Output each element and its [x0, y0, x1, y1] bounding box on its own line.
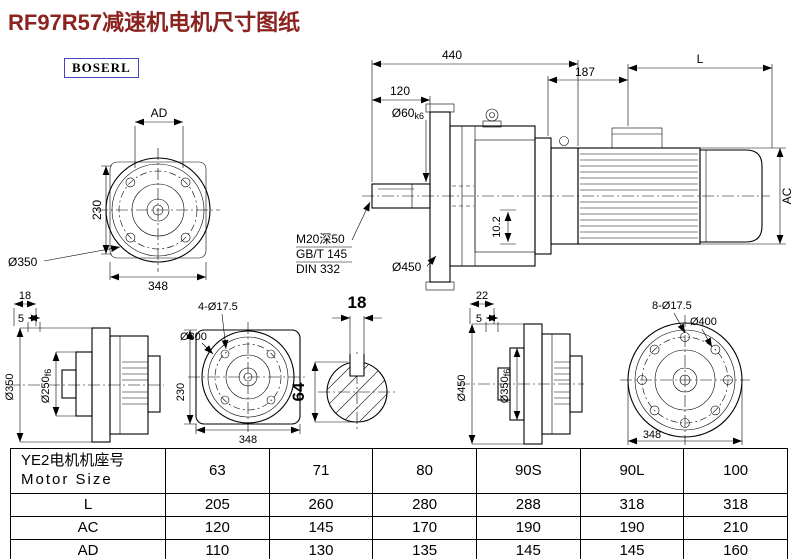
- output-flange: [429, 111, 451, 283]
- motor-size-label-en: Motor Size: [21, 471, 113, 488]
- value-cell: 145: [475, 539, 581, 559]
- value-cell: 318: [683, 493, 788, 517]
- shaft-cross-section: 18 64: [289, 293, 396, 432]
- value-cell: 205: [165, 493, 270, 517]
- size-column-header: 80: [372, 448, 477, 494]
- value-cell: 318: [579, 493, 685, 517]
- section-hatching: [327, 362, 387, 422]
- table-row-ad: AD 110 130 135 145 145 160: [10, 539, 788, 559]
- note-din332: DIN 332: [296, 262, 340, 276]
- value-cell: 210: [683, 516, 788, 540]
- dim-ad: AD: [151, 106, 168, 120]
- size-column-header: 90S: [475, 448, 581, 494]
- dim-5: 5: [476, 313, 482, 325]
- keyway-slot: [349, 354, 365, 377]
- motor-adapter: [534, 136, 579, 255]
- note-gbt145: GB/T 145: [296, 247, 347, 261]
- table-row-ac: AC 120 145 170 190 190 210: [10, 516, 788, 540]
- table-row-l: L 205 260 280 288 318 318: [10, 493, 788, 517]
- gearbox-housing: [449, 108, 536, 267]
- motor-body: [577, 127, 763, 245]
- dim-440: 440: [442, 48, 462, 62]
- dim-348: 348: [148, 279, 168, 293]
- dim-d350: Ø350: [8, 255, 38, 269]
- note-m20: M20深50: [296, 232, 345, 246]
- dim-d450: Ø450: [456, 375, 468, 402]
- dim-d350f6: Ø350f6: [499, 369, 512, 403]
- dim-ac: AC: [780, 187, 794, 204]
- motor-size-label-cn: YE2电机机座号: [21, 452, 125, 470]
- value-cell: 130: [268, 539, 374, 559]
- size-column-header: 71: [268, 448, 374, 494]
- value-cell: 120: [165, 516, 270, 540]
- dim-18: 18: [19, 290, 31, 302]
- size-column-header: 63: [165, 448, 270, 494]
- motor-flange-front-view: 8-Ø17.5 Ø400 348: [620, 300, 750, 445]
- dim-d300: Ø300: [180, 331, 207, 343]
- technical-drawing: AD 230 348 Ø350: [4, 48, 794, 446]
- dim-l: L: [697, 52, 704, 66]
- dim-d350: Ø350: [4, 374, 16, 401]
- dim-keyway-height: 64: [289, 382, 308, 401]
- dim-keyway-width: 18: [348, 293, 367, 312]
- dim-120: 120: [390, 84, 410, 98]
- value-cell: 145: [579, 539, 685, 559]
- row-label: L: [10, 493, 166, 517]
- dim-5: 5: [18, 313, 24, 325]
- motor-fins: [580, 153, 698, 239]
- reducer-side-view-left: 18 5 Ø350 Ø250f6: [4, 290, 164, 443]
- motor-flange-side-view: 22 5 Ø450 Ø350f6: [456, 290, 584, 445]
- row-label: AC: [10, 516, 166, 540]
- dim-bolt-holes: 8-Ø17.5: [652, 300, 692, 312]
- output-flange-front-view: AD 230 348 Ø350: [8, 106, 220, 293]
- output-shaft: [371, 183, 431, 209]
- value-cell: 260: [268, 493, 374, 517]
- dim-230: 230: [175, 383, 187, 401]
- size-column-header: 100: [683, 448, 788, 494]
- dim-187: 187: [575, 65, 595, 79]
- value-cell: 145: [268, 516, 374, 540]
- shaft-end-note: M20深50 GB/T 145 DIN 332: [296, 201, 371, 276]
- value-cell: 135: [372, 539, 477, 559]
- value-cell: 288: [475, 493, 581, 517]
- dim-d450: Ø450: [392, 260, 422, 274]
- table-header-row: YE2电机机座号 Motor Size 63 71 80 90S 90L 100: [10, 448, 788, 494]
- dim-d250f6: Ø250f6: [40, 369, 53, 403]
- value-cell: 160: [683, 539, 788, 559]
- dim-d400: Ø400: [690, 316, 717, 328]
- terminal-box: [611, 127, 663, 149]
- page-title: RF97R57减速机电机尺寸图纸: [8, 10, 301, 35]
- brand-logo: BOSERL: [64, 58, 139, 78]
- motor-size-table: YE2电机机座号 Motor Size 63 71 80 90S 90L 100…: [10, 448, 788, 559]
- dim-22: 22: [476, 290, 488, 302]
- value-cell: 170: [372, 516, 477, 540]
- dim-230: 230: [90, 200, 104, 220]
- fan-cover: [699, 149, 763, 243]
- dim-348: 348: [643, 429, 661, 441]
- size-column-header: 90L: [579, 448, 685, 494]
- dim-10-2: 10.2: [491, 216, 503, 237]
- motor-size-header-cell: YE2电机机座号 Motor Size: [10, 448, 166, 494]
- dim-348: 348: [239, 434, 257, 446]
- assembly-side-view: 440 187 L 120 Ø60k6 AC M20深50 GB/T 145 D…: [296, 48, 794, 291]
- value-cell: 190: [475, 516, 581, 540]
- value-cell: 280: [372, 493, 477, 517]
- value-cell: 190: [579, 516, 685, 540]
- row-label: AD: [10, 539, 166, 559]
- reducer-front-view: 4-Ø17.5 Ø300 230 348: [175, 301, 308, 446]
- dim-bolt-holes: 4-Ø17.5: [198, 301, 238, 313]
- value-cell: 110: [165, 539, 270, 559]
- dim-shaft-diameter: Ø60k6: [392, 106, 424, 121]
